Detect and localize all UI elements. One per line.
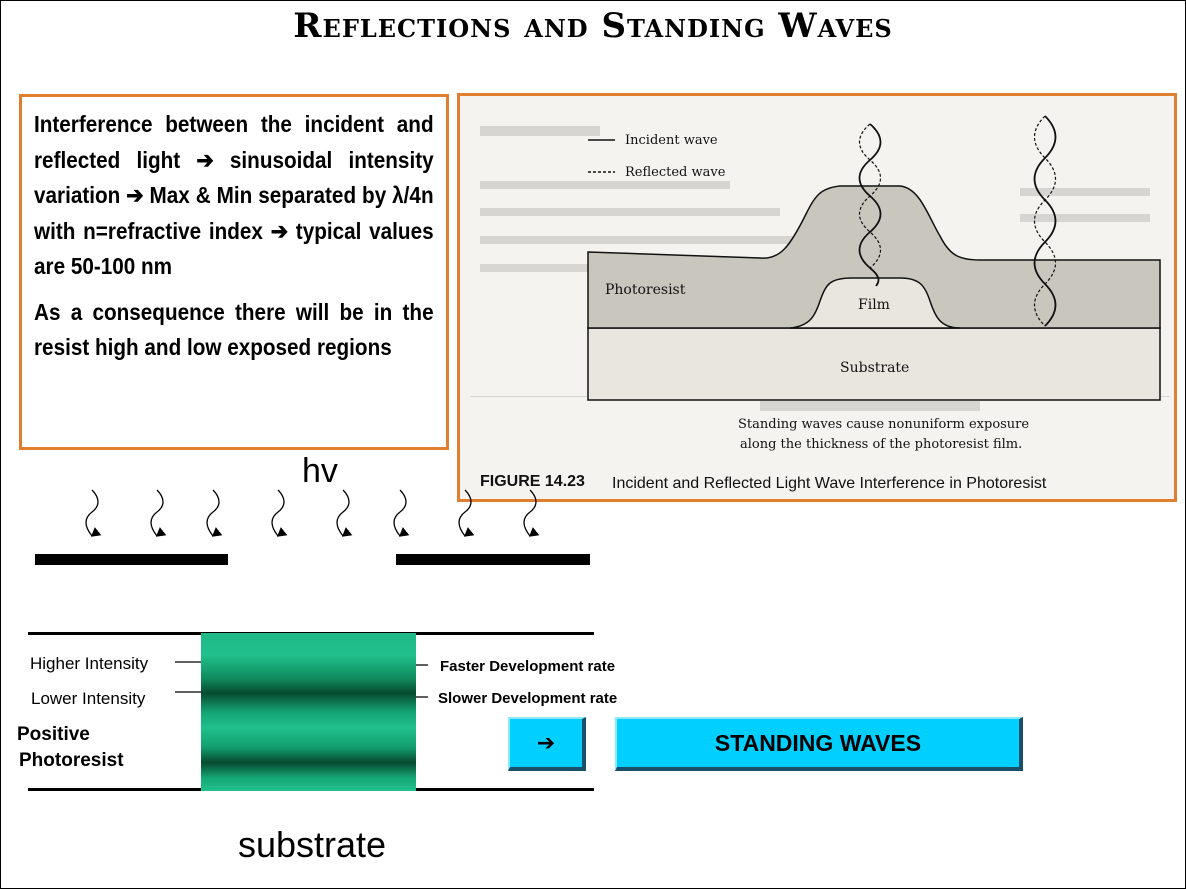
mask-right: [396, 554, 590, 565]
exposed-resist-region: [201, 633, 416, 791]
legend-incident-label: Incident wave: [625, 133, 718, 148]
arrow-right-icon: ➔: [536, 730, 556, 756]
light-ray-6: [393, 489, 410, 537]
photoresist-layer: [587, 185, 1161, 329]
hv-label: hv: [302, 452, 338, 490]
explanation-paragraph-2: As a consequence there will be in the re…: [34, 298, 434, 361]
figure-note-line-1: Standing waves cause nonuniform exposure: [738, 417, 1029, 432]
light-ray-5: [336, 489, 353, 537]
figure-caption-text: Incident and Reflected Light Wave Interf…: [612, 475, 1047, 492]
light-ray-2: [150, 489, 167, 537]
light-ray-7: [458, 489, 475, 537]
positive-photoresist-line-1: Positive: [17, 724, 90, 745]
standing-waves-button[interactable]: STANDING WAVES: [615, 717, 1023, 771]
light-ray-8: [523, 489, 540, 537]
light-ray-1: [85, 489, 102, 537]
light-ray-3: [206, 489, 223, 537]
positive-photoresist-line-2: Photoresist: [19, 750, 124, 771]
film-layer: [789, 277, 961, 329]
reflected-wave-right: [1033, 115, 1057, 327]
higher-intensity-label: Higher Intensity: [30, 654, 149, 673]
positive-photoresist-label: Positive Photoresist: [17, 722, 124, 774]
incident-wave-left: [858, 123, 882, 287]
mask-left: [35, 554, 228, 565]
textbook-figure: Incident wave Reflected wave Substrate P…: [457, 93, 1177, 502]
substrate-label: substrate: [238, 824, 387, 865]
next-arrow-button[interactable]: ➔: [508, 717, 586, 771]
explanation-box: Interference between the incident and re…: [19, 94, 449, 450]
substrate-layer-label: Substrate: [840, 360, 909, 376]
slower-rate-label: Slower Development rate: [438, 690, 618, 707]
light-ray-4: [271, 489, 288, 537]
figure-note-line-2: along the thickness of the photoresist f…: [740, 437, 1022, 452]
faster-rate-label: Faster Development rate: [440, 658, 616, 675]
legend-reflected-label: Reflected wave: [625, 165, 726, 180]
explanation-paragraph-1: Interference between the incident and re…: [34, 111, 434, 279]
incident-wave-right: [1033, 115, 1057, 327]
lower-intensity-label: Lower Intensity: [31, 689, 146, 708]
standing-wave-figure: Incident wave Reflected wave Substrate P…: [460, 96, 1174, 499]
film-layer-label: Film: [858, 297, 890, 313]
reflected-wave-left: [858, 123, 882, 269]
slide-title: Reflections and Standing Waves: [293, 6, 893, 46]
figure-caption-number: FIGURE 14.23: [480, 473, 585, 490]
photoresist-layer-label: Photoresist: [605, 282, 686, 298]
